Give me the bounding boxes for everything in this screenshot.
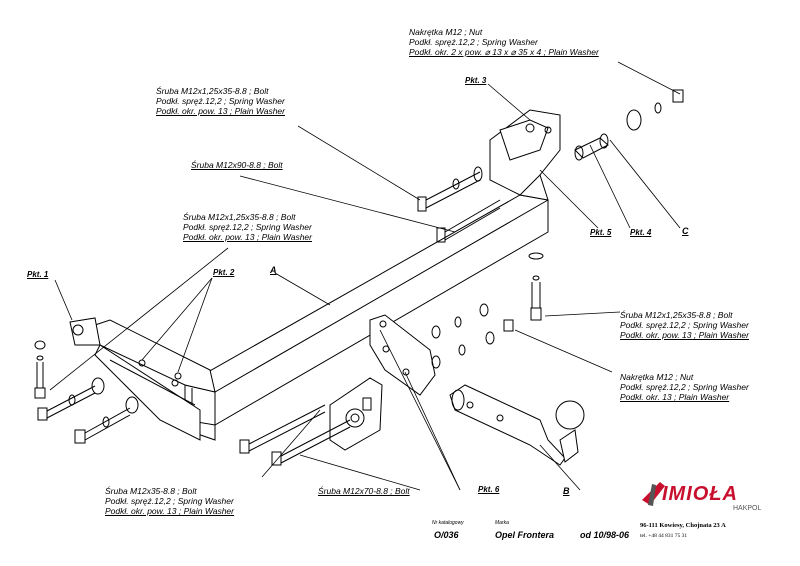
catalog-number-label: Nr katalogowy <box>432 520 464 526</box>
left-bracket <box>69 317 216 441</box>
label-line: Śruba M12x90-8.8 ; Bolt <box>191 160 283 170</box>
label-line: Podkł. okr. pow. 13 ; Plain Washer <box>105 506 234 516</box>
top-left-bolt <box>417 166 483 212</box>
label-bolt-m12x70: Śruba M12x70-8.8 ; Bolt <box>318 486 410 496</box>
spacer-c <box>574 133 609 161</box>
label-line: Podkł. okr. pow. 13 ; Plain Washer <box>183 232 312 242</box>
brand-label: Marka <box>495 520 509 526</box>
label-line: Podkł. spręż.12,2 ; Spring Washer <box>156 96 285 106</box>
vertical-bolt-right <box>528 252 544 321</box>
right-bracket-top <box>489 109 561 201</box>
label-line: Śruba M12x35-8.8 ; Bolt <box>105 486 197 496</box>
label-line: Śruba M12x1,25x35-8.8 ; Bolt <box>183 212 296 222</box>
label-line: Podkł. spręż.12,2 ; Spring Washer <box>183 222 312 232</box>
part-a-label: A <box>270 265 277 275</box>
point-1-label: Pkt. 1 <box>27 270 49 279</box>
label-line: Podkł. okr. pow. 13 ; Plain Washer <box>156 106 285 116</box>
socket-plate <box>329 377 383 451</box>
bottom-left-hardware <box>34 340 139 444</box>
point-4-label: Pkt. 4 <box>630 228 652 237</box>
right-side-plate <box>369 314 436 396</box>
label-line: Podkł. okr. 2 x pow. ⌀ 13 x ⌀ 35 x 4 ; P… <box>409 47 599 57</box>
label-nut-right: Nakrętka M12 ; Nut Podkł. spręż.12,2 ; S… <box>620 372 749 402</box>
plate-hardware <box>431 303 514 369</box>
company-phone: tel. +48 44 831 75 31 <box>640 533 688 539</box>
label-line: Śruba M12x1,25x35-8.8 ; Bolt <box>620 310 733 320</box>
label-line: Podkł. spręż.12,2 ; Spring Washer <box>409 37 538 47</box>
top-right-hardware <box>626 89 684 131</box>
label-bolt-m12x90: Śruba M12x90-8.8 ; Bolt <box>191 160 283 170</box>
label-line: Podkł. okr. 13 ; Plain Washer <box>620 392 730 402</box>
leader-lines <box>49 61 681 491</box>
catalog-number: O/036 <box>434 530 459 540</box>
label-line: Nakrętka M12 ; Nut <box>620 372 694 382</box>
label-line: Podkł. spręż.12,2 ; Spring Washer <box>620 382 749 392</box>
brand-value: Opel Frontera <box>495 530 555 540</box>
label-nut-top: Nakrętka M12 ; Nut Podkł. spręż.12,2 ; S… <box>409 27 599 57</box>
logo-text: IMIOŁA <box>662 483 738 505</box>
label-line: Podkł. spręż.12,2 ; Spring Washer <box>105 496 234 506</box>
label-line: Śruba M12x70-8.8 ; Bolt <box>318 486 410 496</box>
date-value: od 10/98-06 <box>580 530 630 540</box>
point-2-label: Pkt. 2 <box>213 268 235 277</box>
point-5-label: Pkt. 5 <box>590 228 612 237</box>
part-c-label: C <box>682 226 689 236</box>
label-line: Podkł. okr. pow. 13 ; Plain Washer <box>620 330 749 340</box>
label-bolt-top: Śruba M12x1,25x35-8.8 ; Bolt Podkł. sprę… <box>156 86 285 116</box>
part-b-label: B <box>563 486 570 496</box>
point-3-label: Pkt. 3 <box>465 76 487 85</box>
tow-ball-b <box>449 384 585 466</box>
label-bolt-mid: Śruba M12x1,25x35-8.8 ; Bolt Podkł. sprę… <box>183 212 312 242</box>
company-address: 96-111 Kowiesy, Chojnata 23 A <box>640 522 726 529</box>
label-line: Śruba M12x1,25x35-8.8 ; Bolt <box>156 86 269 96</box>
logo-subtext: HAKPOL <box>733 505 762 512</box>
label-bolt-bottom-left: Śruba M12x35-8.8 ; Bolt Podkł. spręż.12,… <box>105 486 234 516</box>
label-line: Nakrętka M12 ; Nut <box>409 27 483 37</box>
label-line: Podkł. spręż.12,2 ; Spring Washer <box>620 320 749 330</box>
point-6-label: Pkt. 6 <box>478 485 500 494</box>
label-bolt-right: Śruba M12x1,25x35-8.8 ; Bolt Podkł. sprę… <box>620 310 749 340</box>
